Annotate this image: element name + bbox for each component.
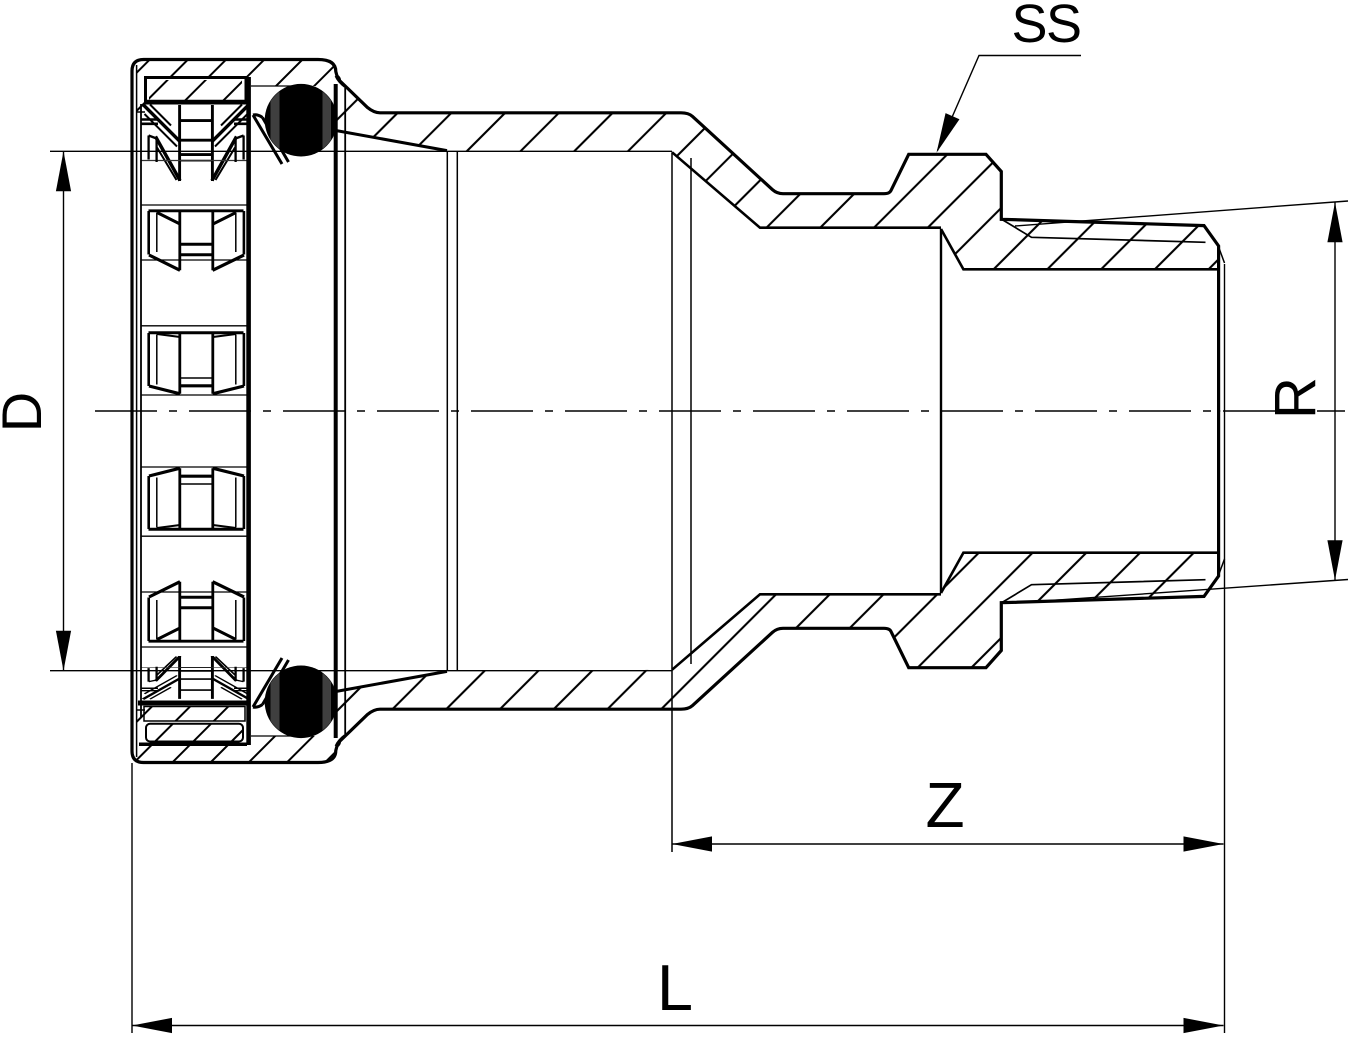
svg-text:SS: SS bbox=[1011, 0, 1080, 54]
svg-text:L: L bbox=[657, 951, 693, 1024]
svg-text:Z: Z bbox=[925, 769, 964, 841]
svg-text:D: D bbox=[0, 392, 53, 432]
svg-text:R: R bbox=[1263, 377, 1328, 419]
